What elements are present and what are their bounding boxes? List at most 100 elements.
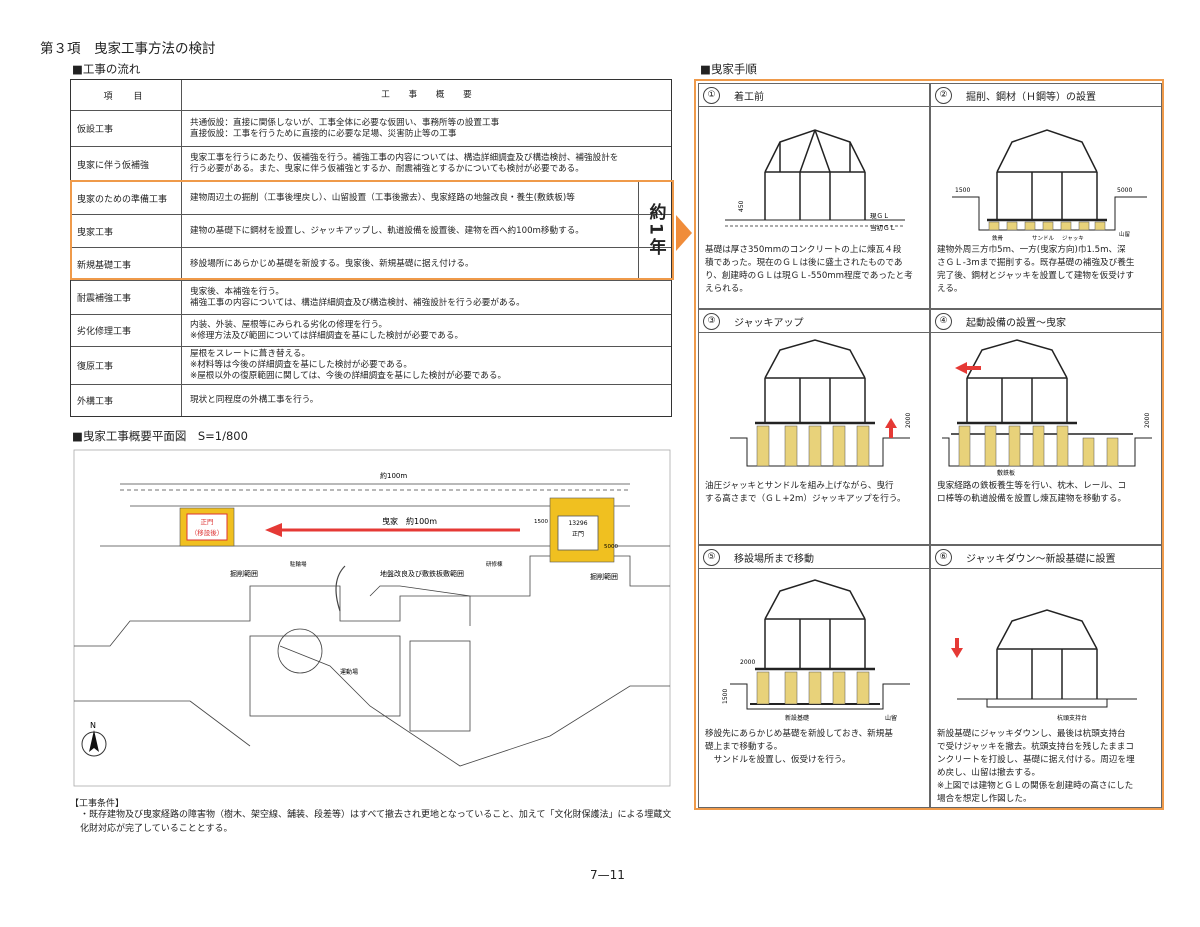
step-1-dim: 450 [738, 200, 745, 212]
row-summary: 建物の基礎下に鋼材を設置し、ジャッキアップし、軌道設備を設置後、建物を西へ約10… [190, 225, 584, 236]
step-3-diagram: 2000 [730, 339, 912, 467]
step-3-dim: 2000 [905, 413, 912, 428]
row-summary: 曳家工事を行うにあたり、仮補強を行う。補強工事の内容については、構造詳細調査及び… [190, 153, 619, 174]
row-item: 曳家に伴う仮補強 [71, 147, 182, 181]
row-item: 仮設工事 [71, 111, 182, 146]
row-summary: 建物周辺土の掘削（工事後埋戻し）、山留設置（工事後撤去）、曳家経路の地盤改良・養… [190, 192, 575, 203]
table-row: 曳家工事 建物の基礎下に鋼材を設置し、ジャッキアップし、軌道設備を設置後、建物を… [71, 214, 671, 247]
step-5-diagram: 2000 1500 新設基礎 山留 [722, 579, 910, 722]
step-1-gl-original: 当初ＧＬ [870, 223, 896, 232]
step-4-dim: 2000 [1144, 413, 1151, 428]
plan-new-site-2: （移設後） [191, 528, 224, 537]
step-4-plate: 敷鉄板 [997, 469, 1015, 477]
step-2-retain: 山留 [1119, 230, 1131, 238]
plan-area-training: 研修棟 [486, 560, 503, 568]
plan-area-bike: 駐輪場 [290, 560, 307, 568]
steps-section-title: ■曳家手順 [700, 62, 757, 76]
conditions-heading: 【工事条件】 [70, 799, 125, 809]
plan-dim-5000: 5000 [604, 544, 618, 550]
plan-old-site-1: 13296 [568, 520, 587, 527]
flow-table-header: 項 目 工 事 概 要 [71, 80, 671, 110]
plan-move-label: 曳家 約100m [382, 516, 437, 526]
step-4-diagram: 2000 敷鉄板 [942, 339, 1152, 477]
row-item: 曳家工事 [71, 215, 182, 247]
step-5-new-base: 新設基礎 [785, 714, 809, 722]
step-5-retain: 山留 [885, 714, 897, 722]
plan-excav-left: 掘削範囲 [230, 569, 258, 578]
north-arrow-icon: N [81, 721, 107, 757]
plan-drawing: 正門 （移設後） 13296 正門 1500 5000 曳家 約100m 約10… [73, 449, 671, 787]
step-2-desc: 建物外周三方巾5m、一方(曳家方向)巾1.5m、深 さＧＬ-3mまで掘削する。既… [937, 245, 1135, 294]
step-2-dim-5000: 5000 [1117, 187, 1132, 194]
plan-old-site-2: 正門 [572, 531, 584, 538]
step-2-steel: 鉄骨 [992, 234, 1004, 242]
step-4-desc: 曳家経路の鉄板養生等を行い、枕木、レール、コ ロ棒等の軌道設備を設置し煉瓦建物を… [937, 481, 1127, 504]
duration-label: 約1年 [638, 182, 673, 278]
row-item: 劣化修理工事 [71, 315, 182, 346]
plan-new-site-1: 正門 [201, 518, 214, 526]
step-5-desc: 移設先にあらかじめ基礎を新設しておき、新規基 礎上まで移動する。 サンドルを設置… [705, 729, 893, 765]
row-item: 新規基礎工事 [71, 248, 182, 280]
plan-dim-1500: 1500 [534, 519, 548, 525]
row-summary: 現状と同程度の外構工事を行う。 [190, 395, 319, 405]
move-arrow-icon [265, 523, 282, 537]
step-2-dim-1500: 1500 [955, 187, 970, 194]
flow-section-title: ■工事の流れ [72, 62, 141, 76]
table-row: 新規基礎工事 移設場所にあらかじめ基礎を新設する。曳家後、新規基礎に据え付ける。 [71, 247, 671, 280]
step-6-desc: 新設基礎にジャッキダウンし、最後は杭頭支持台 で受けジャッキを撤去。杭頭支持台を… [937, 729, 1135, 804]
step-1-desc: 基礎は厚さ350mmのコンクリートの上に煉瓦４段 積であった。現在のＧＬは後に盛… [705, 245, 913, 294]
row-summary: 内装、外装、屋根等にみられる劣化の修理を行う。※修理方法及び範囲については詳細調… [190, 319, 464, 341]
step-5-dim-2000: 2000 [740, 659, 755, 666]
flow-arrow-icon [676, 215, 692, 251]
row-summary: 曳家後、本補強を行う。補強工事の内容については、構造詳細調査及び構造検討、補強設… [190, 286, 525, 308]
svg-text:N: N [90, 721, 96, 730]
page-title: 第３項 曳家工事方法の検討 [40, 41, 216, 57]
step-2-sandle: サンドル [1032, 235, 1055, 242]
plan-section-title: ■曳家工事概要平面図 S=1/800 [72, 429, 248, 443]
header-item: 項 目 [71, 80, 182, 110]
step-1-diagram: 450 現ＧＬ 当初ＧＬ [725, 129, 905, 232]
row-item: 耐震補強工事 [71, 281, 182, 314]
table-row: 曳家に伴う仮補強 曳家工事を行うにあたり、仮補強を行う。補強工事の内容については… [71, 146, 671, 181]
step-2-jack: ジャッキ [1062, 236, 1084, 242]
plan-dist-top: 約100m [380, 471, 407, 480]
row-item: 曳家のための準備工事 [71, 182, 182, 214]
flow-table: 項 目 工 事 概 要 仮設工事 共通仮設：直接に関係しないが、工事全体に必要な… [70, 79, 672, 417]
table-row: 復原工事 屋根をスレートに葺き替える。※材料等は今後の詳細調査を基にした検討が必… [71, 346, 671, 384]
table-row: 外構工事 現状と同程度の外構工事を行う。 [71, 384, 671, 416]
row-summary: 屋根をスレートに葺き替える。※材料等は今後の詳細調査を基にした検討が必要である。… [190, 349, 507, 381]
row-item: 外構工事 [71, 385, 182, 416]
step-6-pile-support: 杭頭支持台 [1057, 714, 1087, 722]
step-6-diagram: 杭頭支持台 [951, 609, 1137, 722]
header-summary: 工 事 概 要 [381, 89, 480, 100]
plan-excav-right: 掘削範囲 [590, 572, 618, 581]
row-item: 復原工事 [71, 347, 182, 384]
step-3-desc: 油圧ジャッキとサンドルを組み上げながら、曳行 する高さまで（ＧＬ+2m）ジャッキ… [705, 481, 906, 504]
step-5-dim-1500: 1500 [722, 689, 729, 704]
row-summary: 移設場所にあらかじめ基礎を新設する。曳家後、新規基礎に据え付ける。 [190, 258, 474, 269]
step-1-gl-current: 現ＧＬ [870, 212, 890, 220]
plan-area-ground: 運動場 [340, 668, 358, 676]
row-summary: 共通仮設：直接に関係しないが、工事全体に必要な仮囲い、事務所等の設置工事直接仮設… [190, 117, 500, 139]
conditions-text: ・既存建物及び曳家経路の障害物（樹木、架空線、舗装、段差等）はすべて撤去され更地… [80, 810, 672, 834]
step-2-diagram: 1500 5000 鉄骨 サンドル ジャッキ 山留 [952, 129, 1147, 242]
table-row: 耐震補強工事 曳家後、本補強を行う。補強工事の内容については、構造詳細調査及び構… [71, 280, 671, 314]
plan-ground-label: 地盤改良及び敷鉄板敷範囲 [380, 569, 464, 578]
page-number: 7—11 [590, 868, 625, 882]
one-year-highlight [70, 180, 674, 280]
table-row: 仮設工事 共通仮設：直接に関係しないが、工事全体に必要な仮囲い、事務所等の設置工… [71, 110, 671, 146]
table-row: 劣化修理工事 内装、外装、屋根等にみられる劣化の修理を行う。※修理方法及び範囲に… [71, 314, 671, 346]
